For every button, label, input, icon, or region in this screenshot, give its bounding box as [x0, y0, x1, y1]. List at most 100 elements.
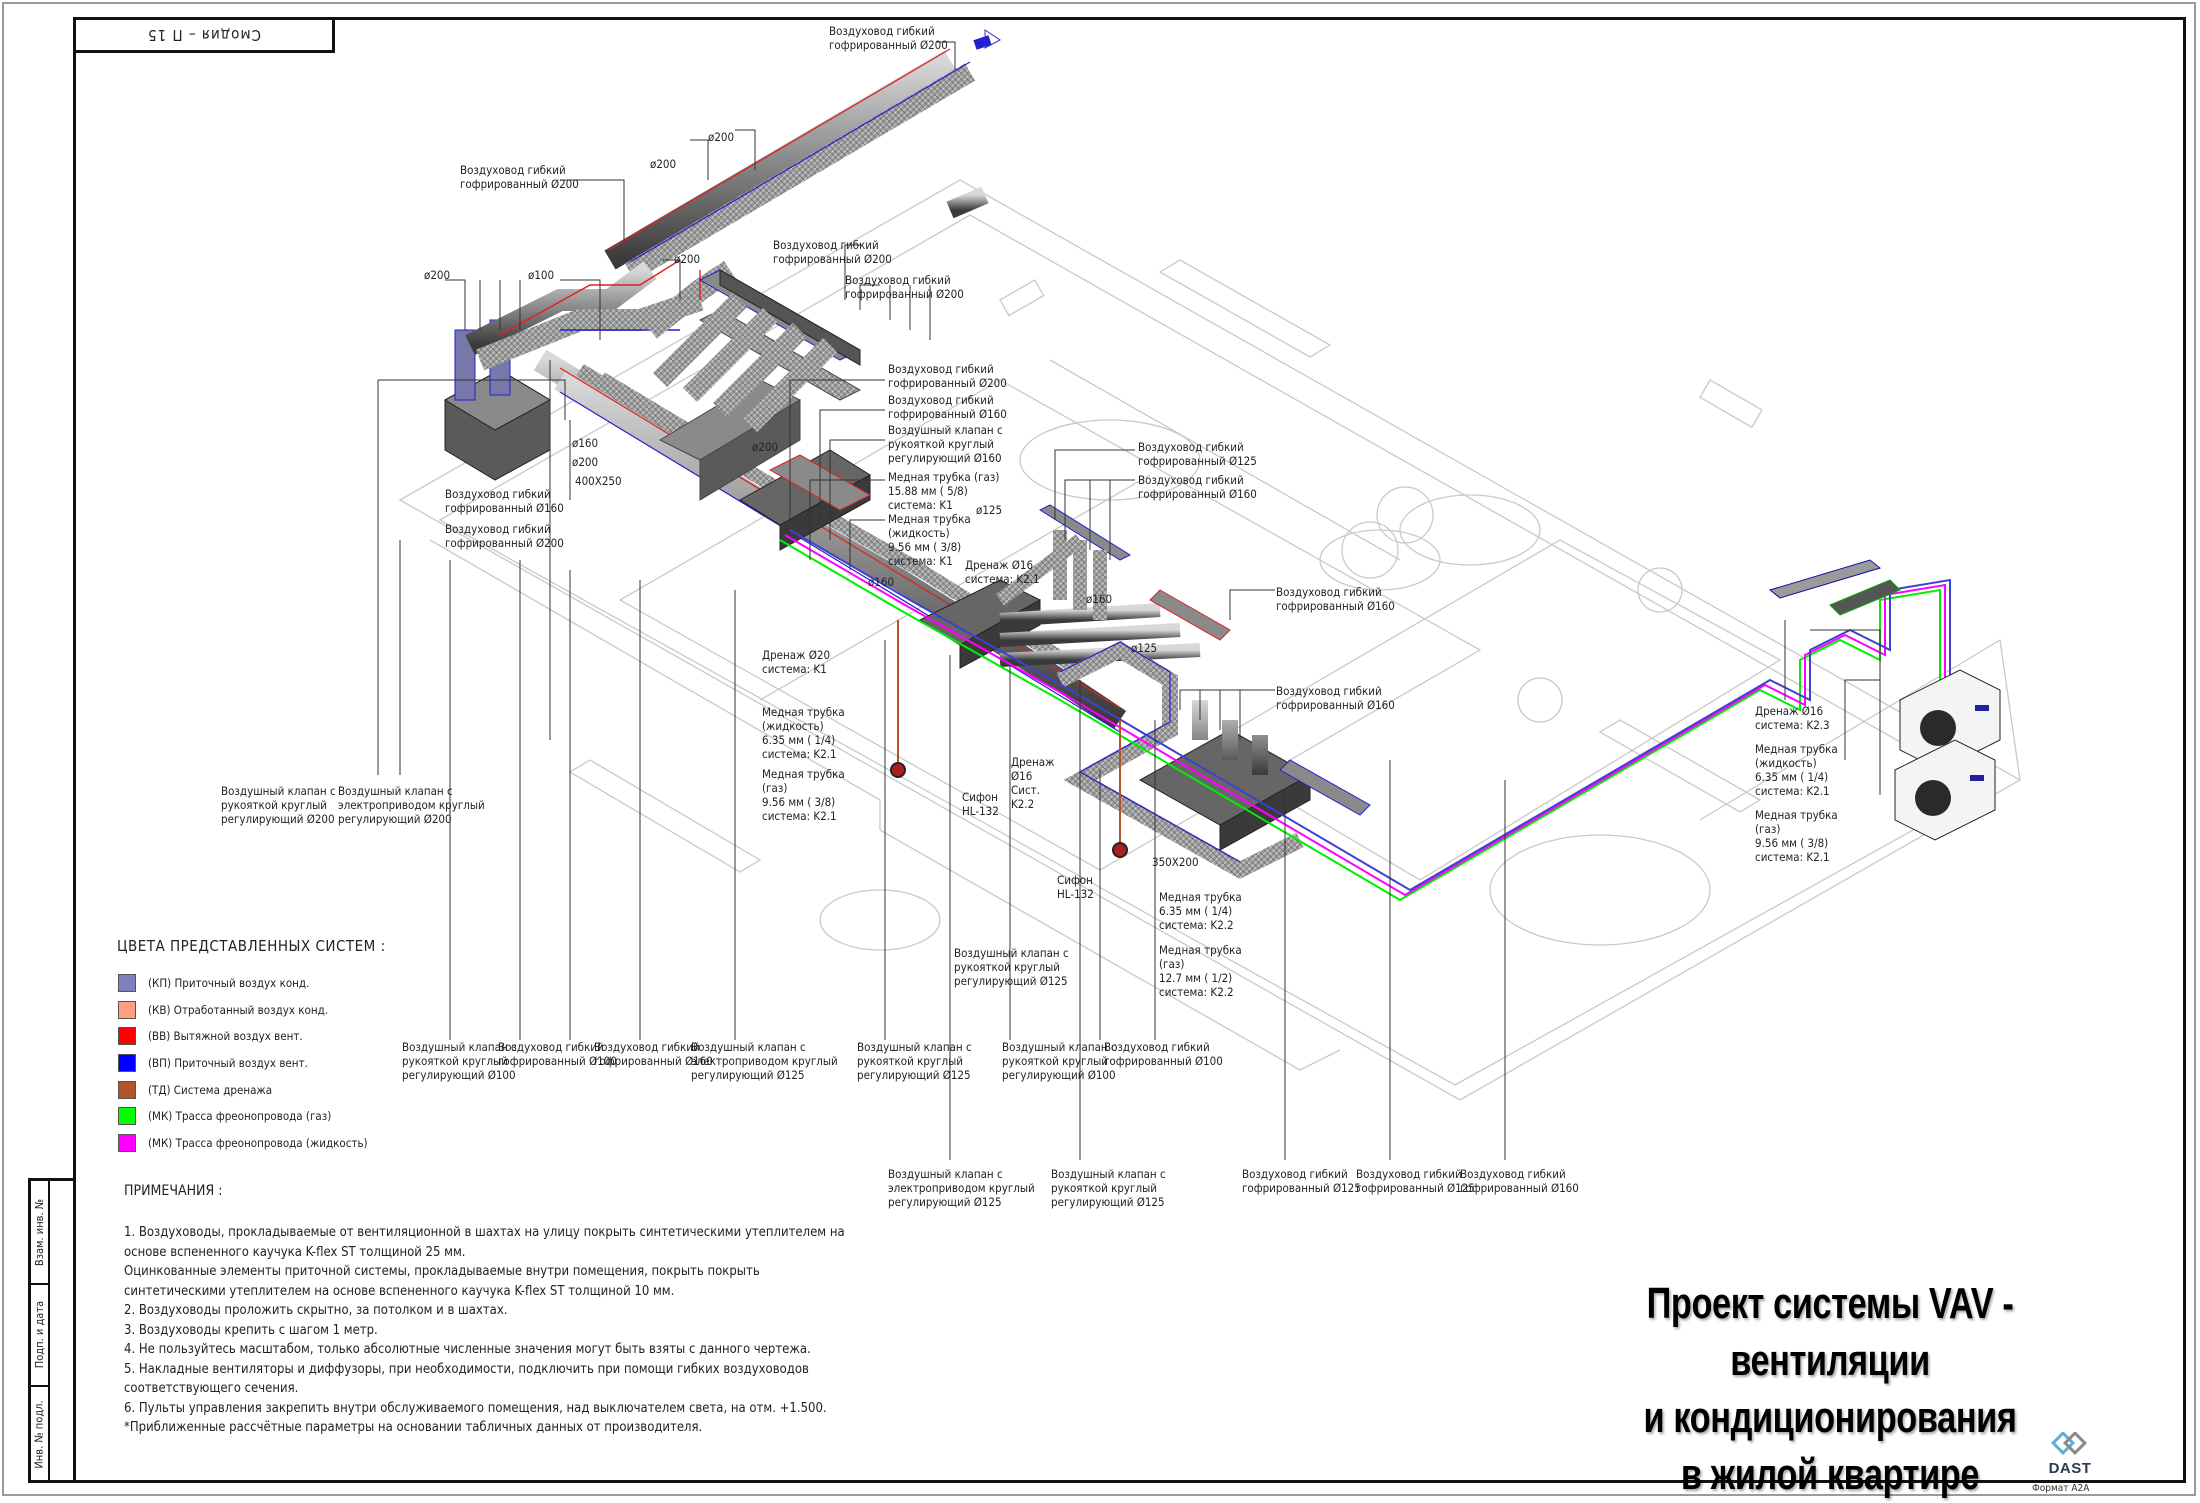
- project-title-line: Проект системы VAV - вентиляции: [1646, 1279, 2014, 1385]
- note-line: Оцинкованные элементы приточной системы,…: [124, 1264, 760, 1279]
- dimension-tag: ø200: [650, 157, 677, 171]
- dimension-tag: ø200: [424, 268, 451, 282]
- dimension-tag: 350X200: [1152, 855, 1199, 869]
- callout-damper-handle-100: Воздушный клапан с рукояткой круглый рег…: [1002, 1040, 1117, 1082]
- callout-flex-duct-125: Воздуховод гибкий гофрированный Ø125: [1242, 1167, 1361, 1195]
- legend-label: (ВВ) Вытяжной воздух вент.: [148, 1029, 303, 1043]
- note-line: 2. Воздуховоды проложить скрытно, за пот…: [124, 1303, 508, 1318]
- legend-label: (КВ) Отработанный воздух конд.: [148, 1003, 329, 1017]
- side-cell-replace-inv: Взам. инв. №: [31, 1181, 48, 1285]
- callout-flex-duct-125: Воздуховод гибкий гофрированный Ø125: [1138, 440, 1257, 468]
- side-title-block: Взам. инв. № Подп. и дата Инв. № подл.: [28, 1178, 73, 1483]
- legend-title: ЦВЕТА ПРЕДСТАВЛЕННЫХ СИСТЕМ :: [117, 937, 386, 955]
- legend-swatch: [118, 1107, 136, 1125]
- legend-item-kv: (КВ) Отработанный воздух конд.: [118, 1001, 328, 1019]
- legend-item-kp: (КП) Приточный воздух конд.: [118, 974, 309, 992]
- dimension-tag: 400X250: [575, 474, 622, 488]
- callout-copper-gas-k21: Медная трубка (газ) 9.56 мм ( 3/8) систе…: [762, 767, 845, 823]
- dimension-tag: ø200: [752, 440, 779, 454]
- dimension-tag: ø125: [976, 503, 1003, 517]
- legend-label: (МК) Трасса фреонопровода (жидкость): [148, 1136, 368, 1150]
- notes-title: ПРИМЕЧАНИЯ :: [124, 1183, 223, 1199]
- callout-copper-liquid-k21: Медная трубка (жидкость) 6.35 мм ( 1/4) …: [762, 705, 845, 761]
- callout-copper-gas-k22: Медная трубка (газ) 12.7 мм ( 1/2) систе…: [1159, 943, 1242, 999]
- drawing-frame: [73, 17, 2186, 1483]
- dimension-tag: ø125: [1131, 641, 1158, 655]
- note-line: 4. Не пользуйтесь масштабом, только абсо…: [124, 1342, 811, 1357]
- top-stamp: Смодия – П 15: [73, 17, 335, 53]
- side-cell-sign-date: Подп. и дата: [31, 1283, 48, 1387]
- floor-plan-outline: [398, 179, 2022, 1101]
- callout-flex-duct-200: Воздуховод гибкий гофрированный Ø200: [460, 163, 579, 191]
- legend-label: (КП) Приточный воздух конд.: [148, 976, 310, 990]
- project-title-line: и кондиционирования: [1643, 1393, 2017, 1442]
- legend-item-mk-gas: (МК) Трасса фреонопровода (газ): [118, 1107, 331, 1125]
- legend-item-vp: (ВП) Приточный воздух вент.: [118, 1054, 308, 1072]
- logo-text: DAST: [2048, 1460, 2092, 1477]
- legend-label: (МК) Трасса фреонопровода (газ): [148, 1109, 332, 1123]
- callout-flex-duct-200: Воздуховод гибкий гофрированный Ø200: [773, 238, 892, 266]
- project-title: Проект системы VAV - вентиляции и кондиц…: [1549, 1275, 2111, 1503]
- legend-swatch: [118, 1134, 136, 1152]
- callout-copper-liquid-k1: Медная трубка (жидкость) 9.56 мм ( 3/8) …: [888, 512, 971, 568]
- legend-swatch: [118, 1027, 136, 1045]
- dast-logo-icon: [2050, 1430, 2088, 1456]
- callout-copper-gas-k1: Медная трубка (газ) 15.88 мм ( 5/8) сист…: [888, 470, 1000, 512]
- notes-list: 1. Воздуховоды, прокладываемые от вентил…: [124, 1223, 864, 1438]
- leader-lines: [377, 41, 1881, 1160]
- callout-damper-electric-200: Воздушный клапан с электроприводом кругл…: [338, 784, 485, 826]
- callout-drain-k1: Дренаж Ø20 система: K1: [762, 648, 831, 676]
- legend-swatch: [118, 1054, 136, 1072]
- callout-siphon-hl132: Сифон HL-132: [962, 790, 999, 818]
- callout-flex-duct-160: Воздуховод гибкий гофрированный Ø160: [1460, 1167, 1579, 1195]
- callout-copper-liquid-k22: Медная трубка 6.35 мм ( 1/4) система: K2…: [1159, 890, 1242, 932]
- callout-siphon-hl132: Сифон HL-132: [1057, 873, 1094, 901]
- callout-damper-handle-125: Воздушный клапан с рукояткой круглый рег…: [954, 946, 1069, 988]
- note-line: 1. Воздуховоды, прокладываемые от вентил…: [124, 1225, 845, 1240]
- callout-damper-handle-100: Воздушный клапан с рукояткой круглый рег…: [402, 1040, 517, 1082]
- side-block-divider: [48, 1181, 50, 1480]
- refrigerant-lines: [779, 529, 1951, 902]
- note-line: *Приближенные рассчётные параметры на ос…: [124, 1420, 703, 1435]
- note-line: синтетическими утеплителем на основе всп…: [124, 1283, 675, 1299]
- callout-flex-duct-100: Воздуховод гибкий гофрированный Ø100: [498, 1040, 617, 1068]
- callout-damper-handle-200: Воздушный клапан с рукояткой круглый рег…: [221, 784, 336, 826]
- legend-swatch: [118, 1001, 136, 1019]
- legend-swatch: [118, 1081, 136, 1099]
- format-divider: [2010, 1480, 2110, 1482]
- dimension-tag: ø200: [572, 455, 599, 469]
- dimension-tag: ø200: [708, 130, 735, 144]
- legend-item-mk-liquid: (МК) Трасса фреонопровода (жидкость): [118, 1134, 368, 1152]
- callout-flex-duct-160: Воздуховод гибкий гофрированный Ø160: [1276, 585, 1395, 613]
- indoor-unit-k23: [1768, 559, 1901, 616]
- callout-flex-duct-160-ahu: Воздуховод гибкий гофрированный Ø160: [445, 487, 564, 515]
- callout-flex-duct-200-ahu: Воздуховод гибкий гофрированный Ø200: [445, 522, 564, 550]
- callout-copper-gas-k21-outdoor: Медная трубка (газ) 9.56 мм ( 3/8) систе…: [1755, 808, 1838, 864]
- note-line: 5. Накладные вентиляторы и диффузоры, пр…: [124, 1361, 809, 1377]
- dimension-tag: ø160: [1086, 592, 1113, 606]
- callout-drain-k22: Дренаж Ø16 Сист. K2.2: [1011, 755, 1055, 811]
- callout-flex-duct-160: Воздуховод гибкий гофрированный Ø160: [1276, 684, 1395, 712]
- legend-label: (ВП) Приточный воздух вент.: [148, 1056, 308, 1070]
- callout-damper-electric-125: Воздушный клапан с электроприводом кругл…: [888, 1167, 1035, 1209]
- callout-flex-duct-160: Воздуховод гибкий гофрированный Ø160: [888, 393, 1007, 421]
- callout-flex-duct-100: Воздуховод гибкий гофрированный Ø100: [1104, 1040, 1223, 1068]
- callout-damper-handle-125: Воздушный клапан с рукояткой круглый рег…: [857, 1040, 972, 1082]
- callout-damper-handle-125: Воздушный клапан с рукояткой круглый рег…: [1051, 1167, 1166, 1209]
- dimension-tag: ø160: [572, 436, 599, 450]
- callout-damper-handle-160: Воздушный клапан с рукояткой круглый рег…: [888, 423, 1003, 465]
- note-line: 6. Пульты управления закрепить внутри об…: [124, 1400, 827, 1416]
- note-line: 3. Воздуховоды крепить с шагом 1 метр.: [124, 1322, 378, 1338]
- air-handling-unit: [443, 319, 552, 481]
- dimension-tag: ø160: [868, 575, 895, 589]
- callout-flex-duct-200: Воздуховод гибкий гофрированный Ø200: [888, 362, 1007, 390]
- callout-damper-electric-125: Воздушный клапан с электроприводом кругл…: [691, 1040, 838, 1082]
- outdoor-unit-bottom: [1894, 739, 1996, 841]
- callout-drain-k23: Дренаж Ø16 система: K2.3: [1755, 704, 1830, 732]
- callout-flex-duct-160: Воздуховод гибкий гофрированный Ø160: [1138, 473, 1257, 501]
- note-line: соответствующего сечения.: [124, 1381, 299, 1396]
- callout-flex-duct-160: Воздуховод гибкий гофрированный Ø160: [594, 1040, 713, 1068]
- callout-flex-duct-200: Воздуховод гибкий гофрированный Ø200: [845, 273, 964, 301]
- duct-riser-main: [604, 29, 1001, 281]
